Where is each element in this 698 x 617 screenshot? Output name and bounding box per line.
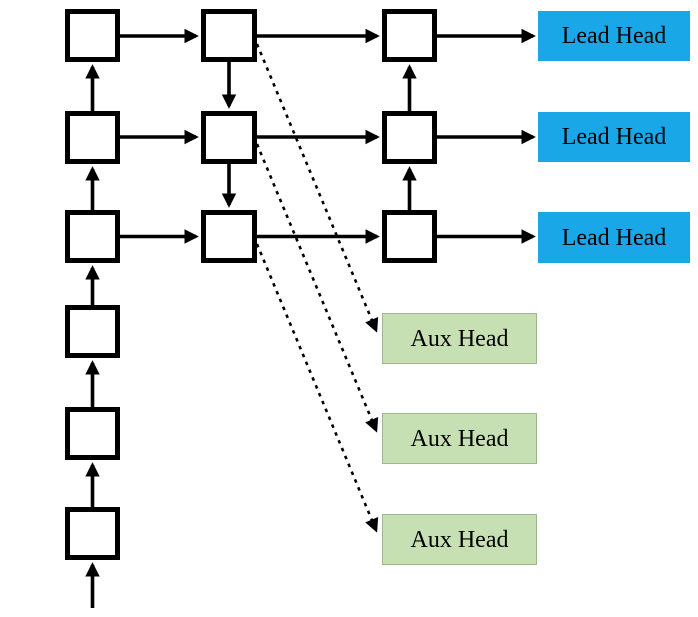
dashed-arrow-mid3-aux3 bbox=[255, 243, 379, 533]
lead-head-1: Lead Head bbox=[538, 11, 690, 61]
middle-column bbox=[201, 9, 257, 263]
stage-box-col2-row2 bbox=[201, 111, 257, 164]
stage-box-col1-row1 bbox=[65, 9, 120, 62]
lead-head-2-label: Lead Head bbox=[561, 124, 667, 150]
lead-head-3: Lead Head bbox=[538, 212, 690, 263]
stage-box-col3-row3 bbox=[382, 210, 437, 263]
right-column bbox=[382, 9, 437, 263]
stage-box-col1-row3 bbox=[65, 210, 120, 263]
lead-head-3-label: Lead Head bbox=[561, 224, 667, 251]
left-column bbox=[65, 9, 120, 560]
lead-head-2: Lead Head bbox=[538, 112, 690, 162]
aux-head-3-label: Aux Head bbox=[410, 526, 509, 553]
stage-box-col1-row4 bbox=[65, 305, 120, 358]
aux-head-1: Aux Head bbox=[382, 313, 537, 364]
stage-box-col3-row1 bbox=[382, 9, 437, 62]
dashed-arrow-mid1-aux1 bbox=[255, 43, 379, 333]
lead-head-1-label: Lead Head bbox=[561, 23, 667, 49]
stage-box-col3-row2 bbox=[382, 111, 437, 164]
stage-box-col1-row2 bbox=[65, 111, 120, 164]
aux-head-2: Aux Head bbox=[382, 413, 537, 464]
stage-box-col1-row5 bbox=[65, 407, 120, 460]
aux-head-2-label: Aux Head bbox=[410, 425, 509, 452]
stage-box-col1-row6 bbox=[65, 507, 120, 560]
stage-box-col2-row3 bbox=[201, 210, 257, 263]
aux-head-1-label: Aux Head bbox=[410, 325, 509, 352]
stage-box-col2-row1 bbox=[201, 9, 257, 62]
dashed-arrow-mid2-aux2 bbox=[255, 143, 379, 433]
aux-head-3: Aux Head bbox=[382, 514, 537, 565]
